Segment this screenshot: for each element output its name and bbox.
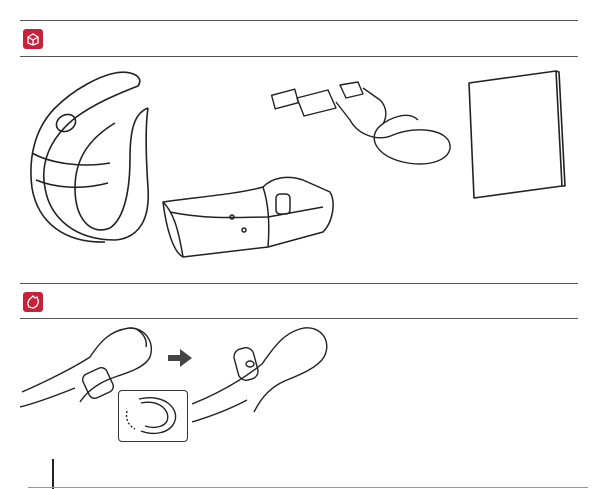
section-header-rule bbox=[20, 318, 578, 319]
wrist-wearing-band bbox=[192, 322, 347, 430]
arrow-right bbox=[168, 349, 192, 367]
page-marker bbox=[52, 459, 54, 489]
page-footer-rule bbox=[28, 487, 588, 488]
hand-icon bbox=[23, 292, 43, 312]
box-icon bbox=[23, 29, 43, 49]
section-header-rule bbox=[20, 56, 578, 57]
wristband-device bbox=[20, 68, 160, 246]
usb-cable bbox=[268, 80, 458, 170]
section-top-rule bbox=[20, 283, 578, 284]
charging-cradle bbox=[158, 172, 338, 260]
band-open-detail bbox=[118, 390, 188, 442]
section-top-rule bbox=[20, 20, 578, 21]
user-manual-booklet bbox=[466, 68, 566, 200]
